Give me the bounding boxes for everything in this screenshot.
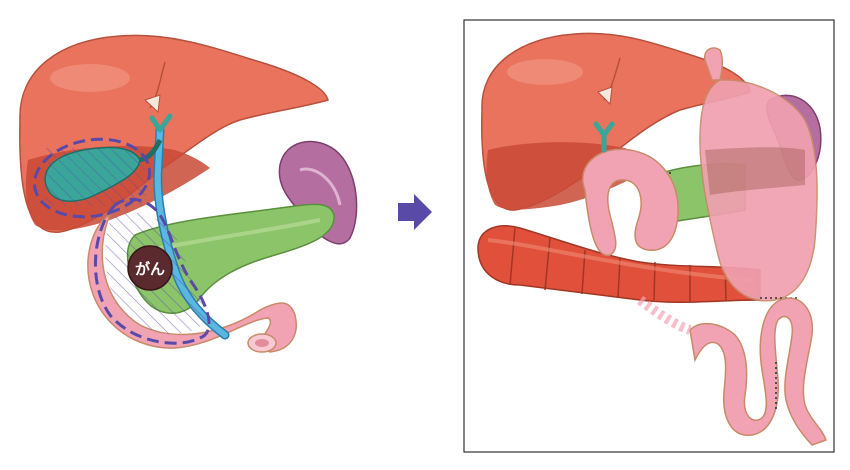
gallbladder-left [44, 146, 145, 206]
before-surgery-anatomy: がん [19, 34, 358, 353]
retrocolic-passage [637, 295, 692, 335]
esophagus [703, 47, 724, 81]
bile-duct-right [593, 121, 615, 153]
small-intestine-loop [689, 297, 827, 446]
after-surgery-anatomy [477, 32, 827, 446]
gallbladder-dashed-outline [33, 137, 151, 219]
tumor: がん [127, 245, 173, 291]
right-arrow-icon [398, 194, 432, 230]
colon [477, 225, 761, 303]
jejunal-loop [582, 121, 679, 257]
stomach [699, 79, 818, 302]
tumor-label: がん [135, 260, 165, 278]
